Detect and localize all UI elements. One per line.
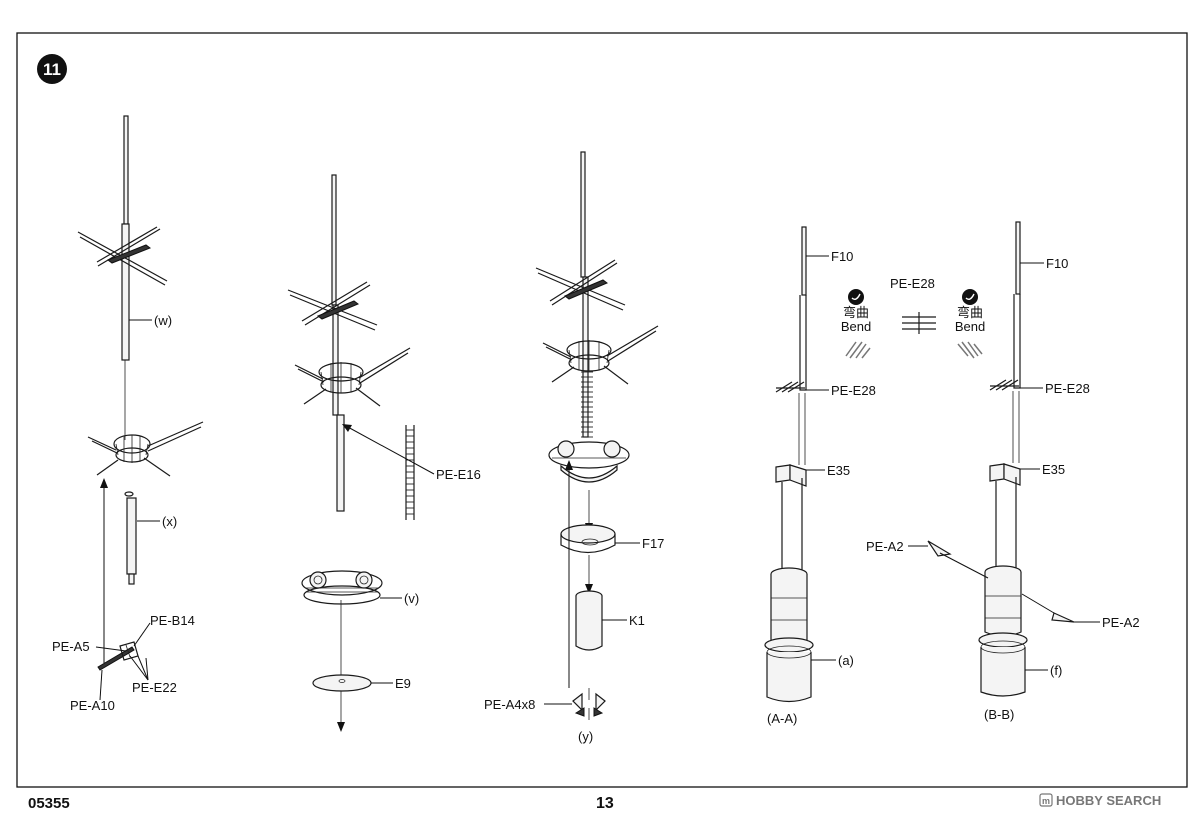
label-f: (f) (1050, 663, 1062, 678)
watermark-text: HOBBY SEARCH (1056, 793, 1161, 808)
label-e9: E9 (395, 676, 411, 691)
label-e35-a: E35 (827, 463, 850, 478)
label-pe-e28-b: PE-E28 (1045, 381, 1090, 396)
bend-icon-left: 弯曲 Bend (841, 289, 871, 359)
watermark: m HOBBY SEARCH (1039, 793, 1161, 808)
assembly-b-b: F10 PE-E28 E35 (f) (B-B) PE-A2 PE-A2 (866, 221, 1140, 722)
page-frame (16, 32, 1188, 788)
assembly-mast-y: F17 K1 PE-A4x8 (y) (484, 151, 664, 744)
assembly-a-a: F10 PE-E28 E35 (a) (A-A) (764, 226, 876, 726)
label-a-a: (A-A) (767, 711, 797, 726)
label-pe-e28-a: PE-E28 (831, 383, 876, 398)
ladder-rungs (406, 429, 414, 515)
label-e35-b: E35 (1042, 462, 1065, 477)
label-f10-a: F10 (831, 249, 853, 264)
label-w: (w) (154, 313, 172, 328)
label-a: (a) (838, 653, 854, 668)
label-f10-b: F10 (1046, 256, 1068, 271)
assembly-mast-w: (w) (x) PE-A5 PE-B14 (52, 115, 204, 713)
svg-text:m: m (1042, 796, 1050, 806)
bend-icon-right: 弯曲 Bend (955, 289, 985, 359)
label-y: (y) (578, 729, 593, 744)
step-number: 11 (43, 60, 61, 79)
bend-cn-2: 弯曲 (957, 305, 983, 320)
assembly-mast-v: PE-E16 (v) E9 (287, 174, 481, 732)
bend-cn-1: 弯曲 (843, 305, 869, 320)
label-f17: F17 (642, 536, 664, 551)
label-x: (x) (162, 514, 177, 529)
bend-en-1: Bend (841, 319, 871, 334)
label-v: (v) (404, 591, 419, 606)
label-pe-e22: PE-E22 (132, 680, 177, 695)
label-b-b: (B-B) (984, 707, 1014, 722)
label-pe-a5: PE-A5 (52, 639, 90, 654)
label-k1: K1 (629, 613, 645, 628)
footer-code: 05355 (28, 795, 70, 812)
label-pe-b14: PE-B14 (150, 613, 195, 628)
bend-en-2: Bend (955, 319, 985, 334)
step-badge: 11 (37, 54, 67, 84)
label-pe-e16: PE-E16 (436, 467, 481, 482)
label-pe-a4x8: PE-A4x8 (484, 697, 535, 712)
label-pe-e28-center: PE-E28 (890, 276, 935, 291)
bend-instruction: PE-E28 弯曲 Bend 弯曲 Bend (841, 276, 985, 359)
mast-ladder (581, 371, 593, 438)
label-pe-a2-left: PE-A2 (866, 539, 904, 554)
label-pe-a10: PE-A10 (70, 698, 115, 713)
footer-page: 13 (596, 795, 614, 812)
label-pe-a2-right: PE-A2 (1102, 615, 1140, 630)
